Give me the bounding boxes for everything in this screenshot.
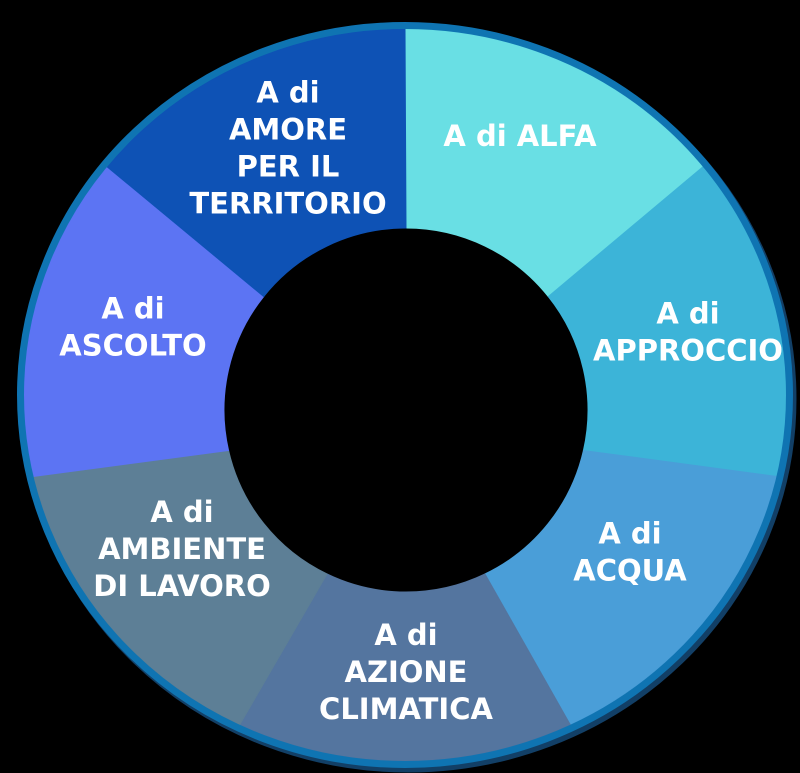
donut-segment-alfa xyxy=(404,28,704,298)
donut-segment-amore-per-il-territorio xyxy=(106,28,407,298)
segment-label-line: A di xyxy=(256,76,319,110)
segment-label-line: ASCOLTO xyxy=(59,329,206,363)
segment-label-alfa: A di ALFA xyxy=(443,119,597,153)
segment-label-line: PER IL xyxy=(237,150,340,184)
segment-label-line: A di xyxy=(101,292,164,326)
donut-segment-acqua xyxy=(484,449,778,726)
donut-segment-ascolto xyxy=(23,166,265,477)
segment-label-line: A di xyxy=(598,517,661,551)
segment-label-line: A di xyxy=(150,495,213,529)
segment-label-line: AZIONE xyxy=(345,655,468,689)
segment-label-line: AMBIENTE xyxy=(98,532,266,566)
segment-label-line: TERRITORIO xyxy=(189,187,386,221)
segment-label-line: A di xyxy=(656,297,719,331)
segment-label-line: DI LAVORO xyxy=(93,569,270,603)
segment-label-line: APPROCCIO xyxy=(593,334,783,368)
donut-segment-approccio xyxy=(547,166,787,477)
segment-label-line: CLIMATICA xyxy=(319,692,493,726)
segment-label-line: A di xyxy=(374,618,437,652)
segment-label-line: A di ALFA xyxy=(443,119,597,153)
donut-segment-azione-climatica xyxy=(238,573,572,762)
donut-outer-border xyxy=(17,22,793,768)
segment-label-line: ACQUA xyxy=(573,554,687,588)
segment-label-line: AMORE xyxy=(229,113,347,147)
donut-segment-ambiente-di-lavoro xyxy=(32,449,328,726)
